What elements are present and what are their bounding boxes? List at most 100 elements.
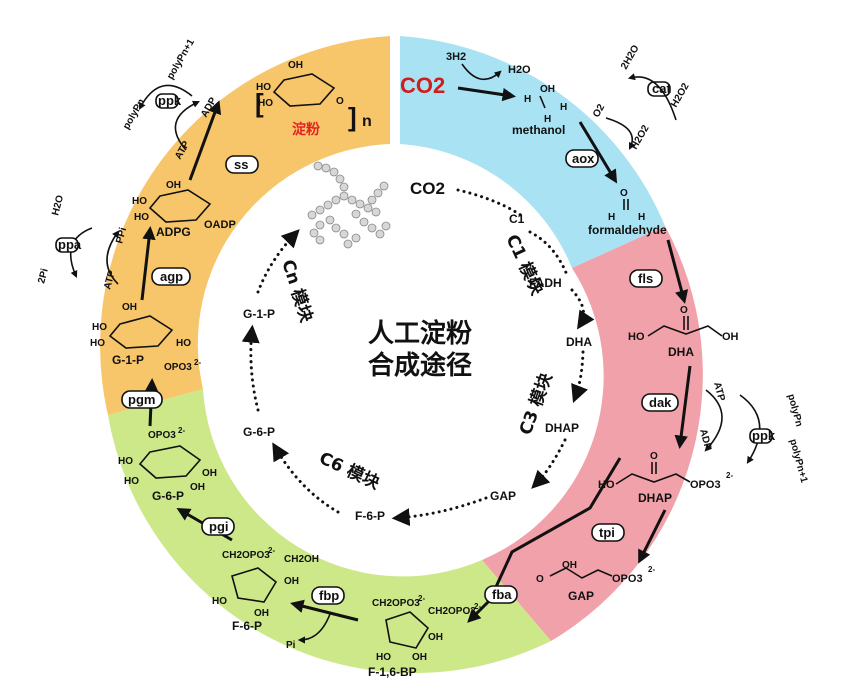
- f16bp-ch2-charge: 2-: [418, 594, 425, 603]
- c1-segment: [400, 36, 665, 268]
- adpg-ho: HO: [132, 196, 147, 207]
- dha-oh: OH: [722, 331, 739, 343]
- co2-input-label: CO2: [400, 73, 445, 98]
- enzyme-ss: ss: [225, 155, 259, 174]
- g6p-ho: HO: [118, 456, 133, 467]
- g6p-oh1: OH: [190, 482, 205, 493]
- inner-co2-label: CO2: [410, 179, 445, 198]
- center-title-line2: 合成途径: [368, 350, 472, 381]
- g6p-opo3: OPO3: [148, 430, 176, 441]
- c3-reactions: fls O HO OH DHA dak ATP ADP ppk polyPn p…: [467, 239, 809, 623]
- svg-text:pgi: pgi: [209, 519, 229, 534]
- svg-text:ppk: ppk: [158, 93, 182, 108]
- c3-segment: [482, 226, 703, 641]
- adpg-oadp: OADP: [204, 219, 236, 231]
- f6p-charge: 2-: [268, 546, 275, 555]
- f16bp-label: F-1,6-BP: [368, 665, 417, 679]
- h2-input-label: 3H2: [446, 51, 466, 63]
- enzyme-aox: aox: [565, 149, 599, 168]
- f6p-oh1: OH: [284, 576, 299, 587]
- adpg-label: ADPG: [156, 225, 191, 239]
- h2o2-b-label: H2O2: [669, 81, 692, 110]
- ppa-h2o-label: H2O: [50, 194, 66, 217]
- gap-label: GAP: [568, 589, 594, 603]
- inner-c1-label: C1: [509, 212, 525, 226]
- enzyme-pgm: pgm: [121, 390, 163, 409]
- o2-label: O2: [591, 102, 607, 119]
- gap-oh: OH: [562, 560, 577, 571]
- enzyme-tpi: tpi: [591, 523, 625, 542]
- methanol-h-right: H: [560, 102, 567, 113]
- c3-polyp-n: polyPn: [785, 393, 804, 428]
- starch-ho: HO: [256, 82, 271, 93]
- inner-g6p-label: G-6-P: [243, 425, 275, 439]
- svg-text:ppk: ppk: [752, 428, 776, 443]
- c3-polyp-n1: polyPn+1: [787, 438, 809, 484]
- f16bp-ch2b-charge: 2-: [474, 602, 481, 611]
- inner-fadh-label: FADH: [529, 276, 562, 290]
- svg-text:dak: dak: [649, 395, 672, 410]
- inner-f6p-label: F-6-P: [355, 509, 385, 523]
- enzyme-ppk-cn: ppk: [155, 93, 182, 109]
- starch-bracket-right: ]: [348, 102, 357, 132]
- methanol-h-bottom: H: [544, 114, 551, 125]
- adpg-oh: OH: [166, 180, 181, 191]
- g6p-ho2: HO: [124, 476, 139, 487]
- methanol-label: methanol: [512, 123, 565, 137]
- cn-segment: [100, 36, 390, 415]
- g1p-ho3: HO: [176, 338, 191, 349]
- cn-polyp-n1: polyPn+1: [165, 37, 197, 82]
- pi-label: Pi: [286, 640, 296, 651]
- f6p-ch2oh: CH2OH: [284, 554, 319, 565]
- svg-text:tpi: tpi: [599, 525, 615, 540]
- enzyme-fba: fba: [484, 585, 518, 604]
- svg-text:aox: aox: [572, 151, 595, 166]
- enzyme-fbp: fbp: [311, 586, 345, 605]
- svg-text:fls: fls: [638, 271, 653, 286]
- starch-label: 淀粉: [292, 121, 320, 138]
- f16bp-oh1: OH: [428, 632, 443, 643]
- f6p-ho: HO: [212, 596, 227, 607]
- enzyme-pgi: pgi: [201, 517, 235, 536]
- c6-module-label: C6 模块: [316, 447, 384, 494]
- f16bp-ch2opo3: CH2OPO3: [372, 598, 420, 609]
- g6p-label: G-6-P: [152, 489, 184, 503]
- cn-module-label: Cn 模块: [277, 257, 317, 326]
- gap-o: O: [536, 574, 544, 585]
- starch-bracket-left: [: [255, 88, 264, 118]
- cn-polyp-n: polyPn: [121, 97, 147, 131]
- inner-dhap-label: DHAP: [545, 421, 579, 435]
- f6p-ch2opo3: CH2OPO3: [222, 550, 270, 561]
- dak-atp-label: ATP: [711, 381, 727, 403]
- inner-g1p-label: G-1-P: [243, 307, 275, 321]
- ppa-2pi-label: 2Pi: [36, 267, 51, 285]
- dhap-opo3: OPO3: [690, 479, 721, 491]
- enzyme-ppk-c3: ppk: [749, 428, 776, 444]
- starch-ho2: HO: [258, 98, 273, 109]
- g1p-ho2: HO: [90, 338, 105, 349]
- g1p-label: G-1-P: [112, 353, 144, 367]
- dhap-label: DHAP: [638, 491, 672, 505]
- dha-label: DHA: [668, 345, 694, 359]
- f16bp-ch2opo3-b: CH2OPO3: [428, 606, 476, 617]
- svg-text:fbp: fbp: [319, 588, 339, 603]
- dha-o: O: [680, 305, 688, 316]
- c6-segment: [108, 389, 551, 674]
- c1-module-label: C1 模块: [501, 231, 548, 299]
- svg-text:ss: ss: [234, 157, 248, 172]
- formaldehyde-h-right: H: [638, 212, 645, 223]
- h2o-output-label: H2O: [508, 64, 531, 76]
- g1p-opo3: OPO3: [164, 362, 192, 373]
- g1p-charge: 2-: [194, 358, 201, 367]
- formaldehyde-h-left: H: [608, 212, 615, 223]
- starch-oh: OH: [288, 60, 303, 71]
- svg-text:ppa: ppa: [58, 237, 82, 252]
- inner-gap-label: GAP: [490, 489, 516, 503]
- formaldehyde-label: formaldehyde: [588, 223, 667, 237]
- inner-cycle: CO2 C1 FADH DHA DHAP GAP F-6-P G-6-P G-1…: [241, 161, 595, 527]
- svg-text:fba: fba: [492, 587, 512, 602]
- enzyme-ppa: ppa: [55, 237, 82, 253]
- enzyme-fls: fls: [629, 269, 663, 288]
- gap-opo3: OPO3: [612, 573, 643, 585]
